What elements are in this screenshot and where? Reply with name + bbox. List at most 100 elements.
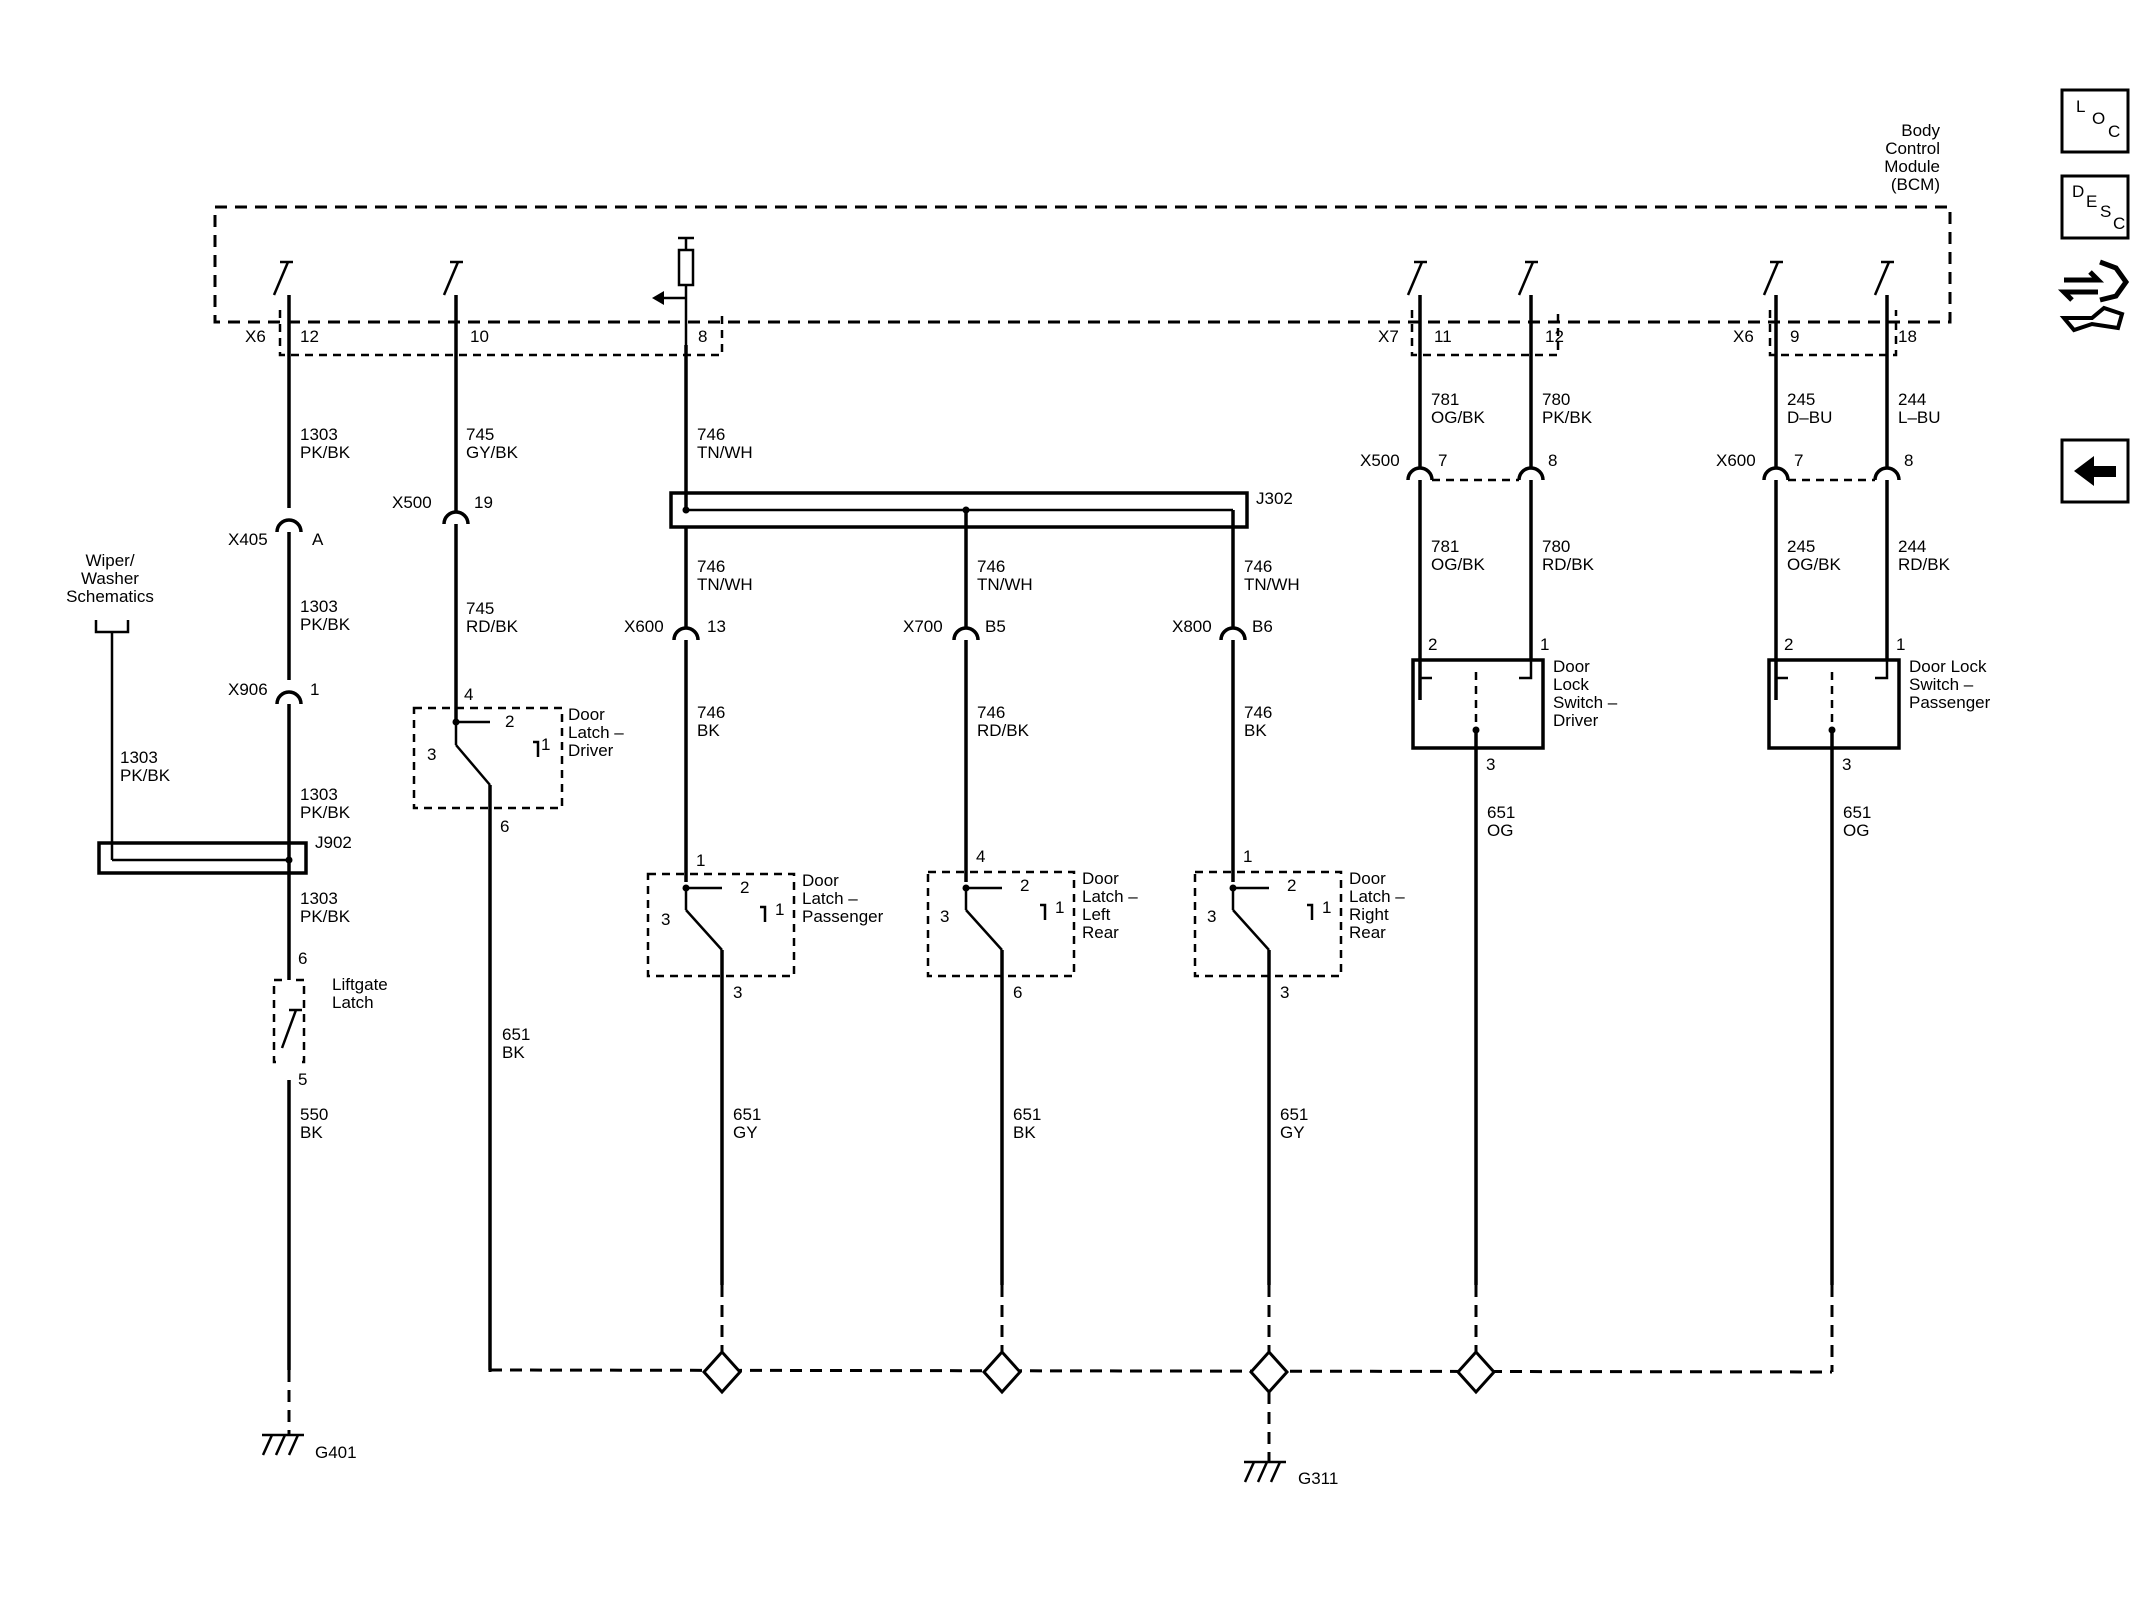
back-arrow-button[interactable] bbox=[2060, 438, 2130, 504]
pin-dll-3: 3 bbox=[940, 907, 949, 926]
wire-780-a-color: PK/BK bbox=[1542, 408, 1593, 427]
wire-781-a-color: OG/BK bbox=[1431, 408, 1486, 427]
bcm-switch-12 bbox=[272, 260, 293, 296]
pin-lift-6: 6 bbox=[298, 949, 307, 968]
wire-746-c-color: TN/WH bbox=[977, 575, 1033, 594]
wire-244-b-num: 244 bbox=[1898, 537, 1926, 556]
bcm-label-4: (BCM) bbox=[1891, 175, 1940, 194]
dld-label-2: Latch – bbox=[568, 723, 624, 742]
wire-1303-b-color: PK/BK bbox=[300, 615, 351, 634]
loc-button[interactable]: L O C bbox=[2060, 88, 2130, 154]
wire-651-left-color: BK bbox=[1013, 1123, 1036, 1142]
pin-dld-1: 1 bbox=[541, 735, 550, 754]
wire-245-a-num: 245 bbox=[1787, 390, 1815, 409]
bcm-switch-9 bbox=[1762, 260, 1783, 296]
conn-j902: J902 bbox=[315, 833, 352, 852]
wire-746-a-color: TN/WH bbox=[697, 443, 753, 462]
conn-x6-a: X6 bbox=[245, 327, 266, 346]
pin-bcm-8: 8 bbox=[698, 327, 707, 346]
ground-g311-label: G311 bbox=[1298, 1469, 1338, 1488]
pin-dll-4: 4 bbox=[976, 847, 985, 866]
liftgate-label-2: Latch bbox=[332, 993, 374, 1012]
wire-651-sw-p-color: OG bbox=[1843, 821, 1869, 840]
back-arrow-icon bbox=[2074, 456, 2116, 486]
wire-245-b-color: OG/BK bbox=[1787, 555, 1842, 574]
pin-x500-19: 19 bbox=[474, 493, 493, 512]
dsd-label-4: Driver bbox=[1553, 711, 1599, 730]
pin-dlp-3b: 3 bbox=[733, 983, 742, 1002]
wire-651-sw-p-num: 651 bbox=[1843, 803, 1871, 822]
circuit-245-244: 245 D–BU 244 L–BU X600 7 8 245 OG/BK 244… bbox=[1716, 295, 1991, 1285]
pin-bcm-18: 18 bbox=[1898, 327, 1917, 346]
pin-dlp-3: 3 bbox=[661, 910, 670, 929]
desc-button[interactable]: D E S C bbox=[2060, 174, 2130, 240]
connector-tool-icon[interactable] bbox=[2057, 259, 2130, 333]
door-latch-driver: 2 1 3 4 6 Door Latch – Driver bbox=[412, 685, 624, 1370]
pin-dlr-1b: 1 bbox=[1322, 898, 1331, 917]
wire-780-a-num: 780 bbox=[1542, 390, 1570, 409]
wiper-label-2: Washer bbox=[81, 569, 139, 588]
ground-bus-g311: G311 bbox=[488, 1285, 1834, 1488]
wire-244-b-color: RD/BK bbox=[1898, 555, 1951, 574]
wire-746-b-num: 746 bbox=[697, 557, 725, 576]
pin-dlr-1: 1 bbox=[1243, 847, 1252, 866]
pin-lift-5: 5 bbox=[298, 1070, 307, 1089]
wire-780-b-num: 780 bbox=[1542, 537, 1570, 556]
pin-dsd-2: 2 bbox=[1428, 635, 1437, 654]
pin-dsp-1: 1 bbox=[1896, 635, 1905, 654]
wire-1303-d-num: 1303 bbox=[120, 748, 158, 767]
bcm-switch-12b bbox=[1517, 260, 1538, 296]
wire-781-b-num: 781 bbox=[1431, 537, 1459, 556]
bcm-switch-18 bbox=[1873, 260, 1894, 296]
desc-letter-s: S bbox=[2100, 202, 2111, 221]
bcm-module: Body Control Module (BCM) X6 12 10 8 X7 … bbox=[213, 121, 1952, 357]
wire-746-g-color: BK bbox=[1244, 721, 1267, 740]
pin-x906-1: 1 bbox=[310, 680, 319, 699]
wire-745-a-num: 745 bbox=[466, 425, 494, 444]
wire-651-driver-num: 651 bbox=[502, 1025, 530, 1044]
dsp-label-2: Switch – bbox=[1909, 675, 1974, 694]
dld-label-1: Door bbox=[568, 705, 605, 724]
pin-x500-8: 8 bbox=[1548, 451, 1557, 470]
conn-x800: X800 bbox=[1172, 617, 1212, 636]
conn-j302: J302 bbox=[1256, 489, 1293, 508]
dlr-label-3: Right bbox=[1349, 905, 1389, 924]
pin-dll-2: 2 bbox=[1020, 876, 1029, 895]
wiper-label-1: Wiper/ bbox=[85, 551, 134, 570]
pin-x600-7: 7 bbox=[1794, 451, 1803, 470]
dlr-label-4: Rear bbox=[1349, 923, 1386, 942]
loc-letter-o: O bbox=[2092, 109, 2105, 128]
wire-550-color: BK bbox=[300, 1123, 323, 1142]
wire-245-a-color: D–BU bbox=[1787, 408, 1832, 427]
loc-letter-l: L bbox=[2076, 97, 2085, 116]
loc-letter-c: C bbox=[2108, 122, 2120, 141]
pin-bcm-12b: 12 bbox=[1545, 327, 1564, 346]
desc-letter-c: C bbox=[2113, 214, 2125, 233]
wire-746-d-color: TN/WH bbox=[1244, 575, 1300, 594]
wire-651-pass-num: 651 bbox=[733, 1105, 761, 1124]
pin-bcm-11: 11 bbox=[1434, 327, 1452, 346]
dll-label-3: Left bbox=[1082, 905, 1111, 924]
wire-1303-e-color: PK/BK bbox=[300, 907, 351, 926]
door-lock-switch-driver: 2 1 3 Door Lock Switch – Driver bbox=[1411, 635, 1618, 1285]
dlp-label-3: Passenger bbox=[802, 907, 884, 926]
conn-x7: X7 bbox=[1378, 327, 1399, 346]
pin-bcm-12: 12 bbox=[300, 327, 319, 346]
splice-pass bbox=[701, 1349, 743, 1395]
dsp-label-1: Door Lock bbox=[1909, 657, 1987, 676]
ground-g401: G401 bbox=[261, 1433, 357, 1462]
wire-1303-d-color: PK/BK bbox=[120, 766, 171, 785]
dsd-label-3: Switch – bbox=[1553, 693, 1618, 712]
pin-bcm-10: 10 bbox=[470, 327, 489, 346]
wire-244-a-num: 244 bbox=[1898, 390, 1926, 409]
pin-x800-b6: B6 bbox=[1252, 617, 1273, 636]
dsp-label-3: Passenger bbox=[1909, 693, 1991, 712]
pin-dlp-2: 2 bbox=[740, 878, 749, 897]
pin-dsd-1: 1 bbox=[1540, 635, 1549, 654]
conn-x405: X405 bbox=[228, 530, 268, 549]
wire-745-a-color: GY/BK bbox=[466, 443, 519, 462]
conn-x500-a: X500 bbox=[392, 493, 432, 512]
dll-label-1: Door bbox=[1082, 869, 1119, 888]
pin-dsp-2: 2 bbox=[1784, 635, 1793, 654]
pin-dlp-1: 1 bbox=[696, 851, 705, 870]
